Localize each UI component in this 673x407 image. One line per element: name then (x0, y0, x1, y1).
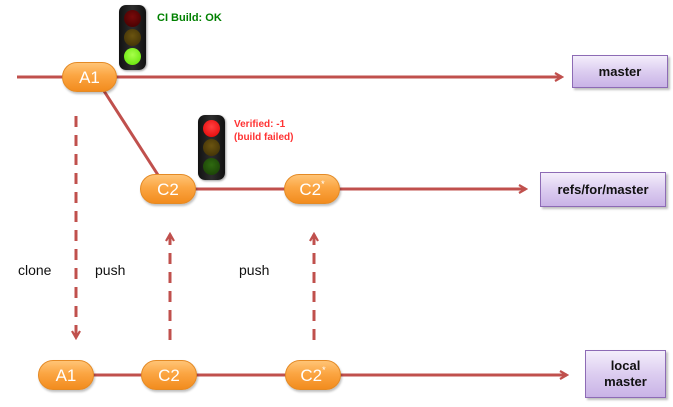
commit-node-c2-local[interactable]: C2 (141, 360, 197, 390)
verified-note: (build failed) (234, 132, 294, 143)
red-lamp (203, 120, 220, 137)
red-lamp (124, 10, 141, 27)
commit-node-c2-review[interactable]: C2 (140, 174, 196, 204)
ref-refs-for-master[interactable]: refs/for/master (540, 172, 666, 207)
branch-line (102, 90, 160, 176)
commit-node-c2-star-review[interactable]: C2* (284, 174, 340, 204)
verified-score: Verified: -1 (234, 119, 286, 130)
push-label-1: push (95, 262, 126, 278)
green-lamp (124, 48, 141, 65)
push-label-2: push (239, 262, 270, 278)
amber-lamp (124, 29, 141, 46)
ref-local-master[interactable]: local master (585, 350, 666, 398)
amber-lamp (203, 139, 220, 156)
traffic-light-red-icon (198, 115, 225, 180)
green-lamp (203, 158, 220, 175)
ci-build-status: CI Build: OK (157, 12, 222, 24)
commit-node-c2-star-local[interactable]: C2* (285, 360, 341, 390)
commit-node-a1-remote[interactable]: A1 (62, 62, 117, 92)
verified-status: Verified: -1 (build failed) (234, 118, 293, 144)
ref-master[interactable]: master (572, 55, 668, 88)
traffic-light-green-icon (119, 5, 146, 70)
clone-label: clone (18, 262, 52, 278)
commit-node-a1-local[interactable]: A1 (38, 360, 94, 390)
